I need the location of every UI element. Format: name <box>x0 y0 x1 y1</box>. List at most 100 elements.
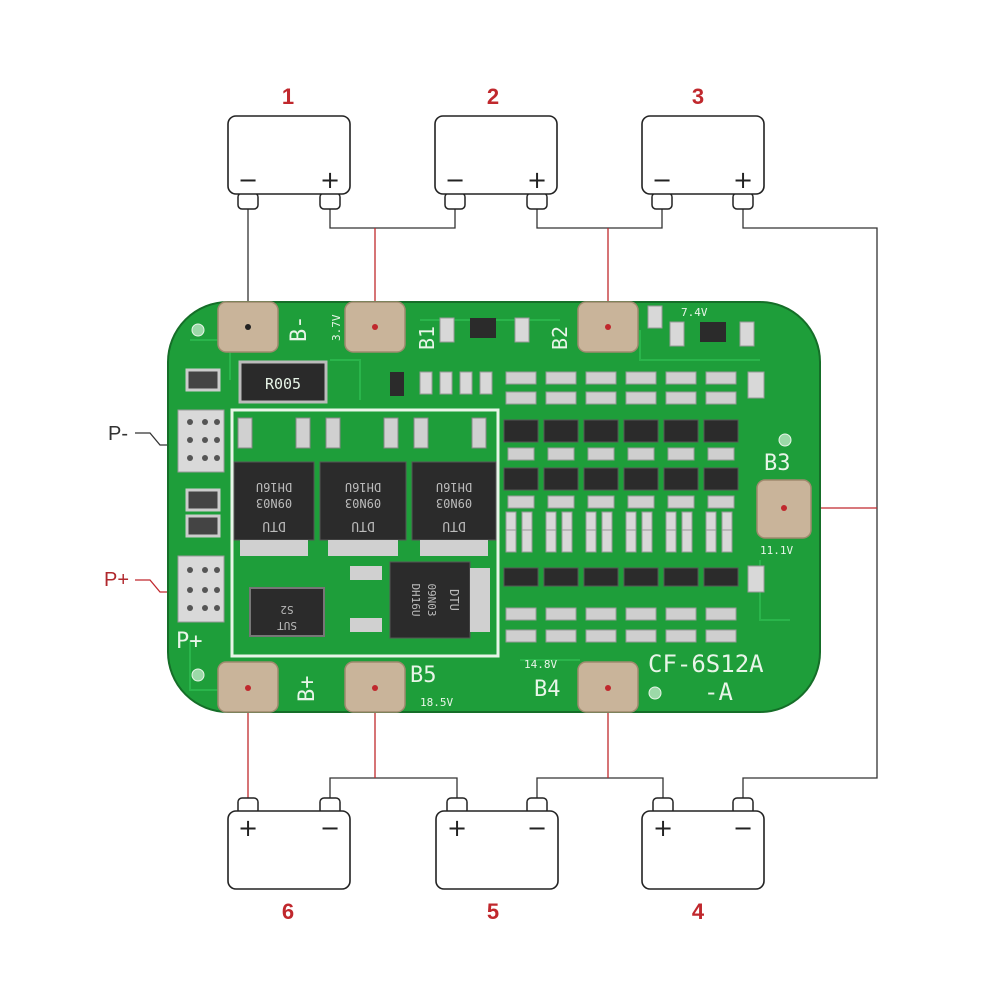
cell-5: + − 5 <box>435 797 559 924</box>
smd-resistor <box>585 607 617 621</box>
mounting-hole <box>778 433 792 447</box>
smd-ic <box>623 419 659 443</box>
smd-resistor <box>585 629 617 643</box>
smd-diode <box>390 372 404 396</box>
mosfet-3: DH16U 09N03 DTU <box>411 461 497 556</box>
cell-terminal-minus <box>444 192 466 210</box>
cell-number: 4 <box>692 899 705 924</box>
silk-b1: B1 <box>415 326 439 350</box>
smd-capacitor <box>521 529 533 553</box>
cell-2: 2 − + <box>434 84 558 210</box>
silk-model-line1: CF-6S12A <box>648 650 764 678</box>
cell-1: 1 − + <box>227 84 351 210</box>
plus-sign: + <box>733 166 753 194</box>
smd-resistor <box>705 391 737 405</box>
mosfet-brand: DTU <box>447 589 461 611</box>
cell-number: 3 <box>692 84 704 109</box>
wire-cell2-cell3-link <box>536 208 663 229</box>
smd-resistor <box>625 371 657 385</box>
mosfet-4: DH16U 09N03 DTU <box>350 561 490 639</box>
wire-cell3-cell4-link <box>742 208 878 798</box>
pad-b-minus <box>217 301 279 353</box>
minus-sign: − <box>527 814 547 842</box>
mounting-hole <box>191 323 205 337</box>
silk-18-5v: 18.5V <box>420 696 453 709</box>
cell-number: 5 <box>487 899 499 924</box>
smd-resistor <box>625 629 657 643</box>
smd-capacitor <box>747 565 765 593</box>
cell-body <box>641 810 765 890</box>
smd-ic <box>503 467 539 491</box>
cell-body <box>227 115 351 195</box>
smd-resistor <box>707 447 735 461</box>
smd-ic <box>503 419 539 443</box>
smd-ic <box>543 467 579 491</box>
wire-cell1-cell2-link <box>329 208 456 229</box>
mosfet-code: DH16U <box>345 480 381 494</box>
silk-b2: B2 <box>548 326 572 350</box>
cell-terminal-minus <box>237 192 259 210</box>
mosfet-1: DH16U 09N03 DTU <box>233 461 315 556</box>
smd-resistor <box>705 371 737 385</box>
plus-sign: + <box>527 166 547 194</box>
smd-resistor <box>547 495 575 509</box>
smd-resistor <box>705 607 737 621</box>
smd-capacitor <box>439 371 453 395</box>
cell-3: 3 − + <box>641 84 765 210</box>
smd-ic <box>583 467 619 491</box>
p-minus-label: P- <box>108 423 128 445</box>
minus-sign: − <box>652 166 672 194</box>
shunt-resistor: R005 <box>238 360 328 404</box>
silk-14-8v: 14.8V <box>524 658 557 671</box>
smd-capacitor <box>625 529 637 553</box>
smd-resistor <box>585 391 617 405</box>
smd-ic <box>703 467 739 491</box>
smd-resistor <box>667 447 695 461</box>
pad-b4 <box>577 661 639 713</box>
smd-ic <box>543 567 579 587</box>
smd-resistor <box>545 629 577 643</box>
smd-capacitor <box>585 529 597 553</box>
cell-terminal-minus <box>651 192 673 210</box>
silk-b-minus: B- <box>287 316 312 343</box>
silk-7-4v: 7.4V <box>681 306 708 319</box>
cell-body <box>435 810 559 890</box>
smd-capacitor <box>739 321 755 347</box>
p-plus-header <box>177 555 225 623</box>
cell-terminal-plus <box>526 192 548 210</box>
plus-sign: + <box>320 166 340 194</box>
mosfet-tabs <box>237 417 487 449</box>
smd-ic <box>543 419 579 443</box>
smd-ic <box>583 567 619 587</box>
cell-body <box>434 115 558 195</box>
capacitor <box>185 368 221 392</box>
smd-resistor <box>545 607 577 621</box>
smd-resistor <box>625 391 657 405</box>
pad-b3 <box>756 479 812 539</box>
smd-resistor <box>545 371 577 385</box>
plus-sign: + <box>653 814 673 842</box>
smd-resistor <box>705 629 737 643</box>
smd-resistor <box>587 447 615 461</box>
smd-capacitor <box>505 529 517 553</box>
pad-b1 <box>344 301 406 353</box>
smd-resistor <box>545 391 577 405</box>
smd-resistor <box>507 495 535 509</box>
cell-terminal-plus <box>319 192 341 210</box>
smd-resistor <box>505 371 537 385</box>
minus-sign: − <box>445 166 465 194</box>
minus-sign: − <box>320 814 340 842</box>
mosfet-code: DH16U <box>256 480 292 494</box>
smd-capacitor <box>479 371 493 395</box>
mosfet-code: 09N03 <box>345 496 381 510</box>
smd-resistor <box>665 629 697 643</box>
silk-b5: B5 <box>410 663 437 688</box>
silk-b4: B4 <box>534 677 561 702</box>
smd-capacitor <box>721 529 733 553</box>
smd-resistor <box>505 607 537 621</box>
smd-ic <box>583 419 619 443</box>
smd-capacitor <box>705 529 717 553</box>
smd-resistor <box>507 447 535 461</box>
resistor-code: R005 <box>265 375 301 393</box>
